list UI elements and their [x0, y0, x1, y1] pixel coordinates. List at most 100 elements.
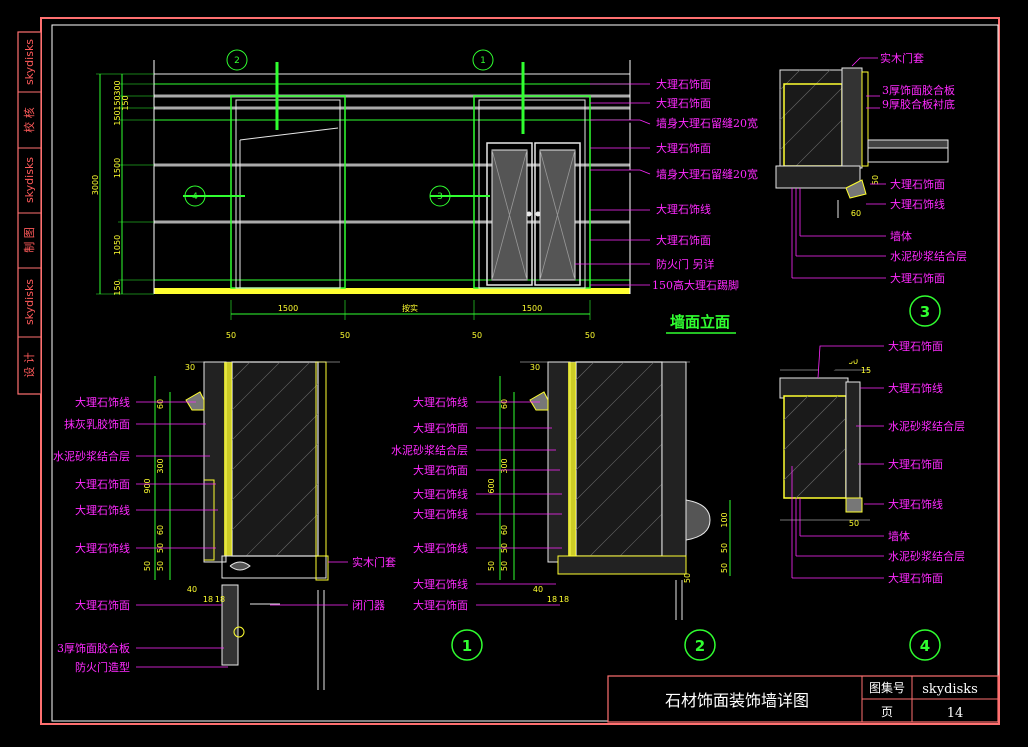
s1-dim-7: 50: [143, 561, 152, 571]
elev-vdim-3: 150: [113, 110, 122, 125]
s1-dim-9: 18: [203, 595, 213, 604]
elev-label-7: 防火门 另详: [656, 257, 715, 271]
section-4: 60 15 50 大理石饰面 大理石饰线 水泥砂浆结合层 大理石饰面 大理石饰线…: [779, 339, 965, 661]
s3-label-4: 大理石饰线: [890, 197, 945, 211]
elev-label-1: 大理石饰面: [656, 96, 711, 110]
elev-bdim-2: 50: [472, 331, 482, 340]
s2-dim-11: 100: [720, 512, 729, 527]
s2-marker: 2: [695, 637, 705, 655]
sidebar-text-1: 校 核: [22, 107, 36, 133]
s2-dim-12: 50: [720, 543, 729, 553]
elev-label-3: 大理石饰面: [656, 141, 711, 155]
drawing-title: 石材饰面装饰墙详图: [665, 691, 809, 710]
s3-label-6: 水泥砂浆结合层: [890, 249, 967, 263]
elev-bdim-3: 50: [585, 331, 595, 340]
elev-label-0: 大理石饰面: [656, 77, 711, 91]
s2-label-5: 大理石饰线: [413, 507, 468, 521]
s3-label-5: 墙体: [890, 229, 912, 243]
s1-right-label-1: 闭门器: [352, 598, 385, 612]
sidebar-text-0: skydisks: [23, 39, 36, 85]
s3-label-0: 实木门套: [880, 51, 924, 65]
skirting: [154, 288, 630, 294]
s4-label-7: 大理石饰面: [888, 571, 943, 585]
s4-label-3: 大理石饰面: [888, 457, 943, 471]
s1-label-5: 大理石饰线: [75, 541, 130, 555]
s2-dim-9: 18: [547, 595, 557, 604]
elev-marker-3: 3: [437, 192, 443, 202]
s1-label-3: 大理石饰面: [75, 477, 130, 491]
section-3: 50 60 实木门套 3厚饰面胶合板 9厚胶合板衬底 大理石饰面 大理石饰线 墙…: [775, 51, 967, 327]
s2-dim-7: 50: [487, 561, 496, 571]
elev-bdim-1: 50: [340, 331, 350, 340]
elevation-title: 墙面立面: [670, 313, 730, 331]
s1-label-7: 3厚饰面胶合板: [57, 641, 130, 655]
wall-elevation: 2 1 4 3 300 150 150 150 1500 1050 150 30…: [91, 49, 758, 340]
s1-label-8: 防火门造型: [75, 660, 130, 674]
s2-dim-10: 18: [559, 595, 569, 604]
elev-vdim-7: 3000: [91, 175, 100, 195]
s2-dim-13: 50: [720, 563, 729, 573]
s2-dim-3: 600: [487, 478, 496, 493]
section-2: 30 60 300 600 60 50 50 50 40 18 18 100 5…: [391, 361, 731, 661]
set-number-label: 图集号: [869, 680, 905, 695]
s3-dim-0: 50: [871, 175, 880, 185]
s2-label-2: 水泥砂浆结合层: [391, 443, 468, 457]
s1-dim-10: 18: [215, 595, 225, 604]
elev-marker-1: 1: [480, 56, 486, 66]
s1-dim-6: 50: [156, 561, 165, 571]
sidebar-text-3: 制 图: [23, 227, 36, 253]
s1-dim-0: 30: [185, 363, 195, 372]
s2-dim-14: 50: [683, 573, 692, 583]
s2-label-8: 大理石饰面: [413, 598, 468, 612]
s2-dim-6: 50: [500, 561, 509, 571]
s2-dim-8: 40: [533, 585, 543, 594]
s1-label-1: 抹灰乳胶饰面: [64, 417, 130, 431]
elev-label-4: 墙身大理石留缝20宽: [656, 167, 758, 181]
sidebar-text-4: skydisks: [23, 279, 36, 325]
s4-dim-1: 15: [861, 366, 871, 375]
s3-label-7: 大理石饰面: [890, 271, 945, 285]
elev-label-8: 150高大理石踢脚: [652, 278, 739, 292]
s1-dim-4: 60: [156, 525, 165, 535]
s1-label-0: 大理石饰线: [75, 395, 130, 409]
s1-dim-8: 40: [187, 585, 197, 594]
s1-label-4: 大理石饰线: [75, 503, 130, 517]
elev-hdim-2: 1500: [522, 304, 542, 313]
s3-dim-1: 60: [851, 209, 861, 218]
section-1: 30 60 300 900 60 50 50 50 40 18 18 大理石饰线…: [53, 361, 483, 690]
s2-label-1: 大理石饰面: [413, 421, 468, 435]
elev-vdim-4: 1500: [113, 158, 122, 178]
sidebar: skydisks 校 核 skydisks 制 图 skydisks 设 计: [17, 31, 42, 395]
page-number: 14: [947, 706, 964, 721]
title-block: 石材饰面装饰墙详图 图集号 skydisks 页 14: [607, 675, 999, 723]
s2-label-4: 大理石饰线: [413, 487, 468, 501]
elev-label-5: 大理石饰线: [656, 202, 711, 216]
s4-marker: 4: [920, 637, 930, 655]
s4-label-5: 墙体: [888, 529, 910, 543]
s4-label-2: 水泥砂浆结合层: [888, 419, 965, 433]
elev-vdim-5: 1050: [113, 235, 122, 255]
page-label: 页: [881, 705, 893, 719]
s4-label-6: 水泥砂浆结合层: [888, 549, 965, 563]
s1-dim-2: 300: [156, 458, 165, 473]
s2-label-3: 大理石饰面: [413, 463, 468, 477]
elev-vdim-2: 150: [121, 95, 130, 110]
s2-label-7: 大理石饰线: [413, 577, 468, 591]
s2-dim-0: 30: [530, 363, 540, 372]
s2-dim-2: 300: [500, 458, 509, 473]
s4-label-0: 大理石饰面: [888, 339, 943, 353]
sidebar-text-5: 设 计: [23, 352, 36, 378]
s3-marker: 3: [920, 303, 930, 321]
s4-dim-2: 50: [849, 519, 859, 528]
s1-marker: 1: [462, 637, 472, 655]
s3-label-3: 大理石饰面: [890, 177, 945, 191]
elev-hdim-1: 按实: [402, 303, 418, 313]
elev-label-2: 墙身大理石留缝20宽: [656, 116, 758, 130]
s4-dim-0: 60: [848, 357, 858, 366]
elev-hdim-0: 1500: [278, 304, 298, 313]
s3-label-2: 9厚胶合板衬底: [882, 97, 955, 111]
sidebar-text-2: skydisks: [23, 157, 36, 203]
elev-vdim-0: 300: [113, 80, 122, 95]
s2-label-6: 大理石饰线: [413, 541, 468, 555]
